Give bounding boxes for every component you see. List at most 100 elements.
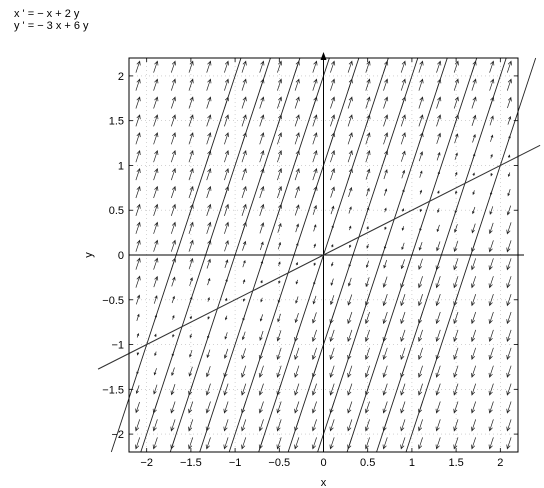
field-arrow bbox=[400, 311, 406, 325]
field-arrow bbox=[223, 348, 229, 359]
field-arrow bbox=[136, 332, 140, 338]
field-arrow bbox=[259, 185, 265, 199]
field-arrow bbox=[418, 96, 424, 109]
y-tick-label: 1 bbox=[118, 160, 124, 172]
field-arrow bbox=[419, 170, 423, 178]
field-arrow bbox=[223, 365, 229, 378]
field-arrow bbox=[347, 311, 353, 325]
field-arrow bbox=[170, 221, 176, 234]
field-arrow bbox=[172, 314, 175, 320]
field-arrow bbox=[418, 258, 423, 270]
field-arrow bbox=[259, 96, 265, 109]
field-arrow bbox=[205, 419, 211, 432]
field-arrow bbox=[365, 260, 370, 268]
field-arrow bbox=[507, 172, 511, 178]
field-arrow bbox=[188, 78, 194, 91]
field-arrow bbox=[488, 437, 494, 450]
field-arrow bbox=[453, 60, 459, 73]
field-arrow bbox=[188, 203, 194, 217]
field-arrow bbox=[224, 240, 229, 252]
field-arrow bbox=[206, 78, 212, 91]
field-arrow bbox=[453, 347, 459, 360]
field-arrow bbox=[471, 78, 477, 91]
field-arrow bbox=[224, 297, 228, 302]
field-arrow bbox=[383, 243, 387, 250]
field-arrow bbox=[331, 224, 334, 231]
field-arrow bbox=[366, 187, 370, 197]
field-arrow bbox=[188, 401, 194, 414]
field-arrow bbox=[188, 96, 194, 109]
field-arrow bbox=[348, 225, 352, 231]
field-arrow bbox=[506, 240, 512, 253]
field-arrow bbox=[294, 365, 300, 378]
field-arrow bbox=[453, 419, 459, 432]
field-arrow bbox=[364, 365, 370, 378]
field-arrow bbox=[488, 240, 494, 253]
field-arrow bbox=[330, 96, 336, 109]
field-arrow bbox=[278, 280, 281, 284]
field-arrow bbox=[329, 383, 335, 396]
field-arrow bbox=[188, 221, 194, 234]
field-arrow bbox=[453, 78, 459, 91]
field-arrow bbox=[277, 167, 283, 181]
field-arrow bbox=[277, 203, 283, 217]
y-tick-label: 2 bbox=[118, 71, 124, 83]
field-arrow bbox=[400, 60, 406, 73]
plot-frame bbox=[128, 57, 519, 453]
field-arrow bbox=[294, 185, 300, 199]
field-arrow bbox=[241, 78, 247, 91]
field-arrow bbox=[471, 419, 477, 432]
field-arrow bbox=[223, 401, 229, 414]
field-arrow bbox=[471, 401, 477, 414]
field-arrow bbox=[506, 205, 512, 216]
field-arrow bbox=[436, 241, 441, 252]
field-arrow bbox=[418, 78, 424, 91]
field-arrow bbox=[188, 167, 194, 181]
field-arrow bbox=[135, 437, 141, 450]
field-arrow bbox=[259, 78, 265, 91]
field-arrow bbox=[330, 205, 335, 215]
field-arrow bbox=[435, 383, 441, 396]
field-arrow bbox=[277, 150, 283, 163]
field-arrow bbox=[170, 114, 176, 127]
field-arrow bbox=[347, 78, 353, 91]
field-arrow bbox=[488, 222, 494, 235]
field-arrow bbox=[312, 96, 318, 109]
field-arrow bbox=[154, 351, 157, 357]
field-arrow bbox=[435, 311, 441, 325]
field-arrow bbox=[382, 437, 388, 450]
field-arrow bbox=[453, 276, 459, 289]
field-arrow bbox=[259, 60, 265, 73]
field-arrow bbox=[205, 437, 211, 450]
field-arrow bbox=[507, 135, 511, 142]
field-arrow bbox=[488, 276, 494, 289]
field-arrow bbox=[383, 96, 389, 109]
y-tick-label: −2 bbox=[111, 429, 124, 441]
field-arrow bbox=[417, 383, 423, 396]
field-arrow bbox=[400, 276, 406, 289]
field-arrow bbox=[401, 208, 405, 212]
field-arrow bbox=[277, 60, 283, 73]
field-arrow bbox=[471, 258, 477, 271]
field-arrow bbox=[400, 132, 406, 145]
field-arrow bbox=[242, 279, 246, 284]
field-arrow bbox=[312, 185, 318, 199]
field-arrow bbox=[135, 167, 141, 181]
field-arrow bbox=[348, 261, 352, 268]
field-arrow bbox=[189, 350, 193, 358]
field-arrow bbox=[454, 171, 458, 177]
field-arrow bbox=[435, 293, 441, 307]
field-arrow bbox=[276, 365, 282, 378]
field-arrow bbox=[471, 365, 477, 378]
field-arrow bbox=[205, 366, 211, 378]
field-arrow bbox=[313, 279, 316, 286]
field-arrow bbox=[241, 60, 247, 73]
field-arrow bbox=[400, 114, 406, 127]
field-arrow bbox=[488, 293, 494, 307]
field-arrow bbox=[171, 350, 175, 357]
field-arrow bbox=[170, 150, 176, 163]
field-arrow bbox=[188, 60, 194, 73]
field-arrow bbox=[170, 96, 176, 109]
field-arrow bbox=[170, 185, 176, 199]
